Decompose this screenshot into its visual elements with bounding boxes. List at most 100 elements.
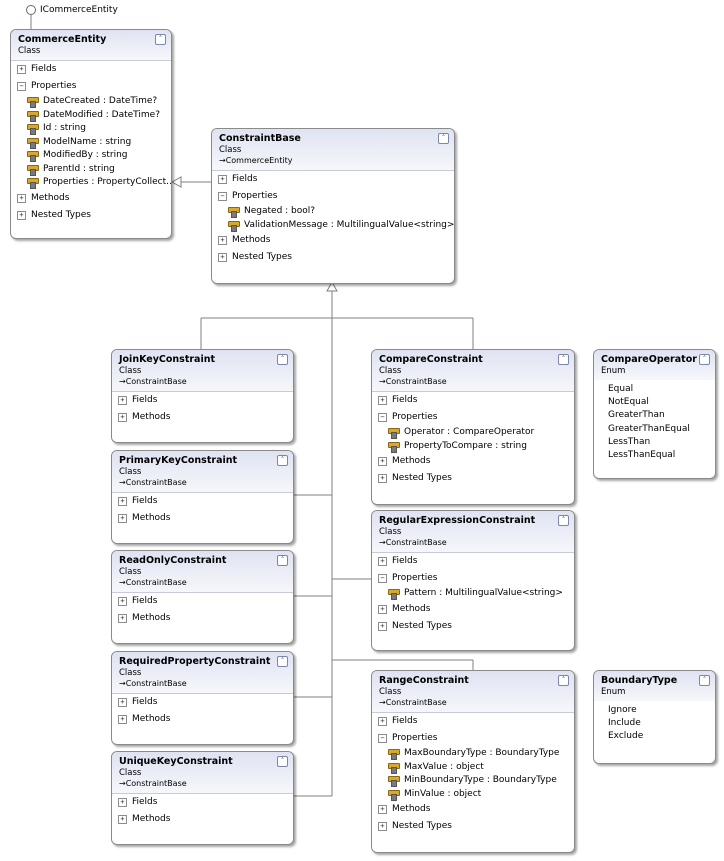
property-member[interactable]: MaxValue : object <box>372 761 574 775</box>
expand-toggle-icon[interactable]: + <box>218 253 227 262</box>
section-properties[interactable]: −Properties <box>372 570 574 587</box>
section-fields[interactable]: +Fields <box>372 392 574 409</box>
expand-toggle-icon[interactable]: + <box>378 805 387 814</box>
expand-toggle-icon[interactable]: + <box>118 497 127 506</box>
expand-toggle-icon[interactable]: + <box>118 413 127 422</box>
section-fields[interactable]: +Fields <box>372 553 574 570</box>
expand-toggle-icon[interactable]: + <box>378 474 387 483</box>
section-methods[interactable]: +Methods <box>112 409 293 426</box>
property-member[interactable]: ParentId : string <box>11 163 171 177</box>
expand-toggle-icon[interactable]: + <box>118 798 127 807</box>
expand-toggle-icon[interactable]: + <box>17 65 26 74</box>
section-nested-types[interactable]: +Nested Types <box>372 818 574 835</box>
section-methods[interactable]: +Methods <box>112 610 293 627</box>
property-member[interactable]: DateCreated : DateTime? <box>11 95 171 109</box>
expand-toggle-icon[interactable]: + <box>378 822 387 831</box>
section-fields[interactable]: +Fields <box>112 694 293 711</box>
property-member[interactable]: MinBoundaryType : BoundaryType <box>372 774 574 788</box>
collapse-chevron-icon[interactable]: ˄ <box>155 34 166 45</box>
section-methods[interactable]: +Methods <box>372 601 574 618</box>
property-member[interactable]: ModifiedBy : string <box>11 149 171 163</box>
section-fields[interactable]: +Fields <box>11 61 171 78</box>
property-member[interactable]: DateModified : DateTime? <box>11 109 171 123</box>
expand-toggle-icon[interactable]: + <box>378 717 387 726</box>
section-nested-types[interactable]: +Nested Types <box>11 207 171 224</box>
section-properties[interactable]: −Properties <box>11 78 171 95</box>
collapse-chevron-icon[interactable]: ˄ <box>277 756 288 767</box>
expand-toggle-icon[interactable]: + <box>378 396 387 405</box>
expand-toggle-icon[interactable]: + <box>218 175 227 184</box>
section-methods[interactable]: +Methods <box>212 232 454 249</box>
collapse-chevron-icon[interactable]: ˄ <box>277 555 288 566</box>
expand-toggle-icon[interactable]: + <box>118 715 127 724</box>
section-properties[interactable]: −Properties <box>372 409 574 426</box>
expand-toggle-icon[interactable]: + <box>378 604 387 614</box>
property-member[interactable]: MinValue : object <box>372 788 574 802</box>
expand-toggle-icon[interactable]: + <box>378 457 387 466</box>
property-member[interactable]: Properties : PropertyCollect... <box>11 176 171 190</box>
section-nested-types[interactable]: +Nested Types <box>212 249 454 266</box>
section-fields[interactable]: +Fields <box>112 794 293 811</box>
collapse-chevron-icon[interactable]: ˄ <box>558 515 569 526</box>
property-member[interactable]: Operator : CompareOperator <box>372 426 574 440</box>
section-nested-types[interactable]: +Nested Types <box>372 618 574 635</box>
collapse-chevron-icon[interactable]: ˄ <box>438 133 449 144</box>
expand-toggle-icon[interactable]: + <box>118 614 127 623</box>
expand-toggle-icon[interactable]: + <box>378 557 387 566</box>
section-methods[interactable]: +Methods <box>112 510 293 527</box>
collapse-chevron-icon[interactable]: ˄ <box>277 354 288 365</box>
section-properties[interactable]: −Properties <box>372 730 574 747</box>
section-fields[interactable]: +Fields <box>112 493 293 510</box>
collapse-toggle-icon[interactable]: − <box>378 574 387 583</box>
property-member[interactable]: PropertyToCompare : string <box>372 440 574 454</box>
collapse-chevron-icon[interactable]: ˄ <box>699 354 710 365</box>
collapse-toggle-icon[interactable]: − <box>378 734 387 743</box>
expand-toggle-icon[interactable]: + <box>17 193 26 203</box>
section-methods[interactable]: +Methods <box>11 190 171 207</box>
property-member[interactable]: Negated : bool? <box>212 205 454 219</box>
collapse-toggle-icon[interactable]: − <box>17 82 26 91</box>
section-fields[interactable]: +Fields <box>372 713 574 730</box>
collapse-chevron-icon[interactable]: ˄ <box>558 354 569 365</box>
section-fields[interactable]: +Fields <box>112 392 293 409</box>
section-fields[interactable]: +Fields <box>112 593 293 610</box>
expand-toggle-icon[interactable]: + <box>378 621 387 631</box>
collapse-toggle-icon[interactable]: − <box>378 413 387 422</box>
expand-toggle-icon[interactable]: + <box>118 396 127 405</box>
expand-toggle-icon[interactable]: + <box>118 514 127 523</box>
section-properties[interactable]: −Properties <box>212 188 454 205</box>
section-methods[interactable]: +Methods <box>372 801 574 818</box>
property-member[interactable]: MaxBoundaryType : BoundaryType <box>372 747 574 761</box>
section-fields[interactable]: +Fields <box>212 171 454 188</box>
collapse-chevron-icon[interactable]: ˄ <box>558 675 569 686</box>
property-member[interactable]: Pattern : MultilingualValue<string> <box>372 587 574 601</box>
expand-toggle-icon[interactable]: + <box>17 210 26 220</box>
collapse-chevron-icon[interactable]: ˄ <box>277 656 288 667</box>
section-methods[interactable]: +Methods <box>372 453 574 470</box>
section-nested-types[interactable]: +Nested Types <box>372 470 574 487</box>
expand-toggle-icon[interactable]: + <box>118 597 127 606</box>
